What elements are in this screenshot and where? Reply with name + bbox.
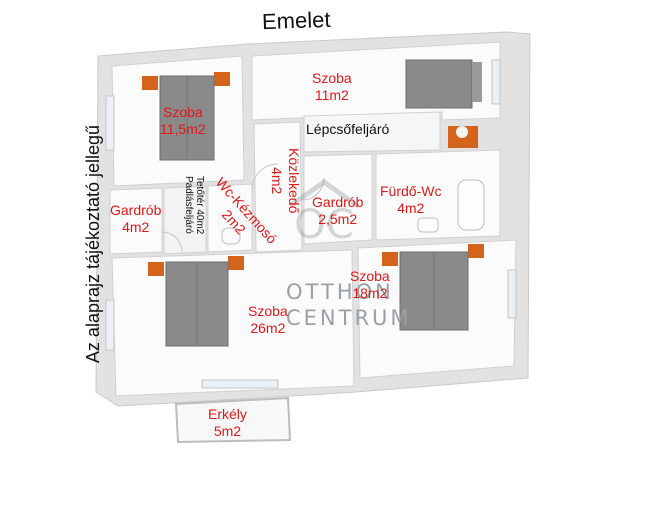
room-area: 4m2 [122, 219, 150, 235]
nightstand [472, 62, 482, 102]
floor-kozlekedo [253, 121, 303, 253]
nightstand [228, 256, 244, 270]
room-area: 11m2 [314, 87, 349, 103]
window [201, 379, 279, 389]
floor-wc [207, 183, 253, 253]
room-label-gardrob-2-5: Gardrób 2,5m2 [312, 194, 363, 228]
bed [405, 59, 473, 109]
nightstand [142, 76, 158, 90]
room-name: Közlekedő [286, 148, 302, 214]
room-name: Gardrób [312, 194, 364, 210]
watermark-line1: OTTHON [286, 280, 394, 304]
window [507, 269, 517, 319]
window [491, 59, 501, 105]
nightstand [468, 244, 484, 258]
attic-label: Padlásfeljáró [183, 176, 194, 234]
house-icon: OC [288, 178, 360, 248]
room-label-szoba-11-5: Szoba 11,5m2 [160, 104, 206, 138]
stair-label: Lépcsőfeljáró [306, 121, 390, 137]
disclaimer-note: Az alaprajz tájékoztató jellegű [83, 124, 103, 364]
floor-gardrob-4 [109, 187, 163, 255]
floor-erkely [174, 396, 292, 444]
attic-label-2: Tetőtér 40m2 [194, 176, 205, 234]
room-area: 2,5m2 [318, 211, 358, 227]
room-name: Erkély [208, 406, 247, 422]
room-label-erkely: Erkély 5m2 [208, 406, 247, 440]
room-label-kozlekedo: Közlekedő 4m2 [268, 148, 302, 213]
room-name: Szoba [350, 268, 390, 284]
room-label-szoba-18: Szoba 18m2 [350, 268, 390, 302]
room-label-furdo: Fürdő-Wc 4m2 [380, 183, 441, 217]
window [105, 299, 115, 351]
room-area: 18m2 [352, 285, 388, 301]
attic-label-line2: Tetőtér 40m2 [194, 176, 205, 235]
sink [417, 217, 439, 233]
nightstand [382, 252, 398, 266]
toilet [221, 227, 241, 245]
attic-label-line1: Padlásfeljáró [183, 176, 194, 234]
room-name: Szoba [248, 303, 288, 319]
room-name: Gardrób [110, 202, 162, 218]
room-area: 26m2 [250, 320, 286, 336]
room-name: Szoba [162, 104, 203, 120]
room-area: 4m2 [397, 200, 425, 216]
room-name: Fürdő-Wc [380, 183, 442, 199]
room-label-szoba-26: Szoba 26m2 [248, 303, 288, 337]
room-label-szoba-11: Szoba 11m2 [312, 70, 352, 104]
window [105, 95, 115, 151]
nightstand [148, 262, 164, 276]
watermark-line2: CENTRUM [286, 306, 412, 330]
nightstand [214, 72, 230, 86]
room-label-gardrob-4: Gardrób 4m2 [110, 202, 161, 236]
room-area: 11,5m2 [160, 121, 206, 137]
page-title: Emelet [261, 6, 331, 35]
watermark-mark: OC [294, 202, 353, 246]
bathtub [457, 179, 485, 231]
watermark-logo: OC [284, 176, 364, 251]
room-name: Szoba [312, 70, 352, 86]
floor-lepcso [303, 111, 441, 153]
room-area: 4m2 [269, 167, 285, 195]
floor-gardrob-2-5 [303, 153, 373, 245]
room-area: 5m2 [213, 423, 242, 439]
